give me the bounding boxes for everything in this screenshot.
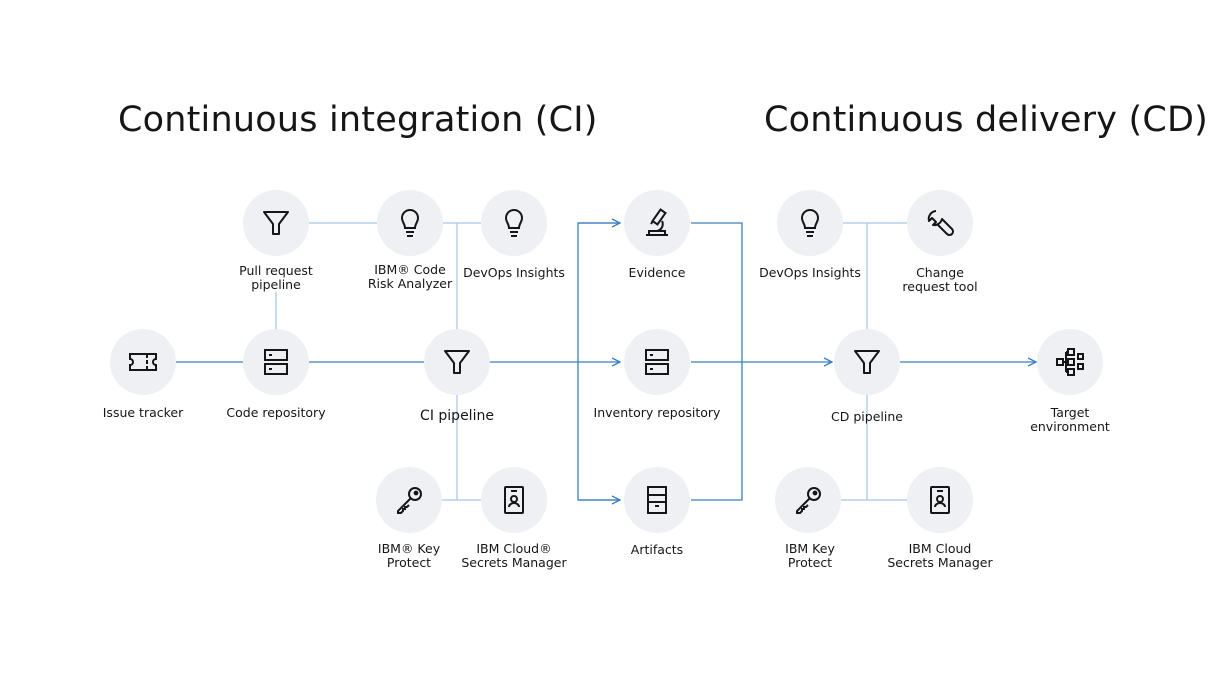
code-risk-analyzer-label: IBM® Code Risk Analyzer [367,262,453,291]
code-repository-label: Code repository [226,405,326,420]
cd-devops-insights-label: DevOps Insights [759,265,861,280]
lightbulb-icon [400,209,420,237]
lightbulb-icon [800,209,820,237]
inventory-repository-node [624,329,690,395]
wrench-icon [927,210,955,237]
target-environment-node [1037,329,1103,395]
issue-tracker-node [110,329,176,395]
id-badge-icon [504,486,524,514]
ci-devops-insights-node [481,190,547,256]
cd-pipeline-node [834,329,900,395]
ci-title: Continuous integration (CI) [118,100,598,140]
cd-key-protect-node [775,467,841,533]
lightbulb-icon [504,209,524,237]
ci-secrets-manager-node [481,467,547,533]
key-icon [796,487,821,514]
cd-secrets-manager-label: IBM Cloud Secrets Manager [887,541,993,570]
target-environment-label: Target environment [1030,405,1110,434]
cd-pipeline-label: CD pipeline [831,409,903,424]
funnel-icon [444,350,470,374]
cd-devops-insights-node [777,190,843,256]
change-request-tool-node [907,190,973,256]
ci-key-protect-label: IBM® Key Protect [377,541,441,570]
inventory-repository-label: Inventory repository [593,405,721,420]
artifacts-node [624,467,690,533]
ci-secrets-manager-label: IBM Cloud® Secrets Manager [461,541,567,570]
ci-key-protect-node [376,467,442,533]
artifacts-label: Artifacts [630,542,684,557]
change-request-tool-label: Change request tool [902,265,978,294]
ticket-icon [129,353,157,371]
pull-request-pipeline-label: Pull request pipeline [239,263,313,292]
id-badge-icon [930,486,950,514]
ci-pipeline-label: CI pipeline [420,408,494,424]
server-icon [645,349,669,375]
issue-tracker-label: Issue tracker [102,405,184,420]
funnel-icon [263,211,289,235]
cd-title: Continuous delivery (CD) [764,100,1208,140]
cd-secrets-manager-node [907,467,973,533]
microscope-icon [646,208,668,236]
key-icon [397,487,422,514]
cd-key-protect-label: IBM Key Protect [785,541,835,570]
ci-pipeline-node [424,329,490,395]
ci-devops-insights-label: DevOps Insights [463,265,565,280]
cabinet-icon [647,486,667,514]
server-icon [264,349,288,375]
hierarchy-icon [1056,348,1084,376]
code-risk-analyzer-node [377,190,443,256]
pull-request-pipeline-node [243,190,309,256]
evidence-label: Evidence [628,265,686,280]
funnel-icon [854,350,880,374]
evidence-node [624,190,690,256]
code-repository-node [243,329,309,395]
